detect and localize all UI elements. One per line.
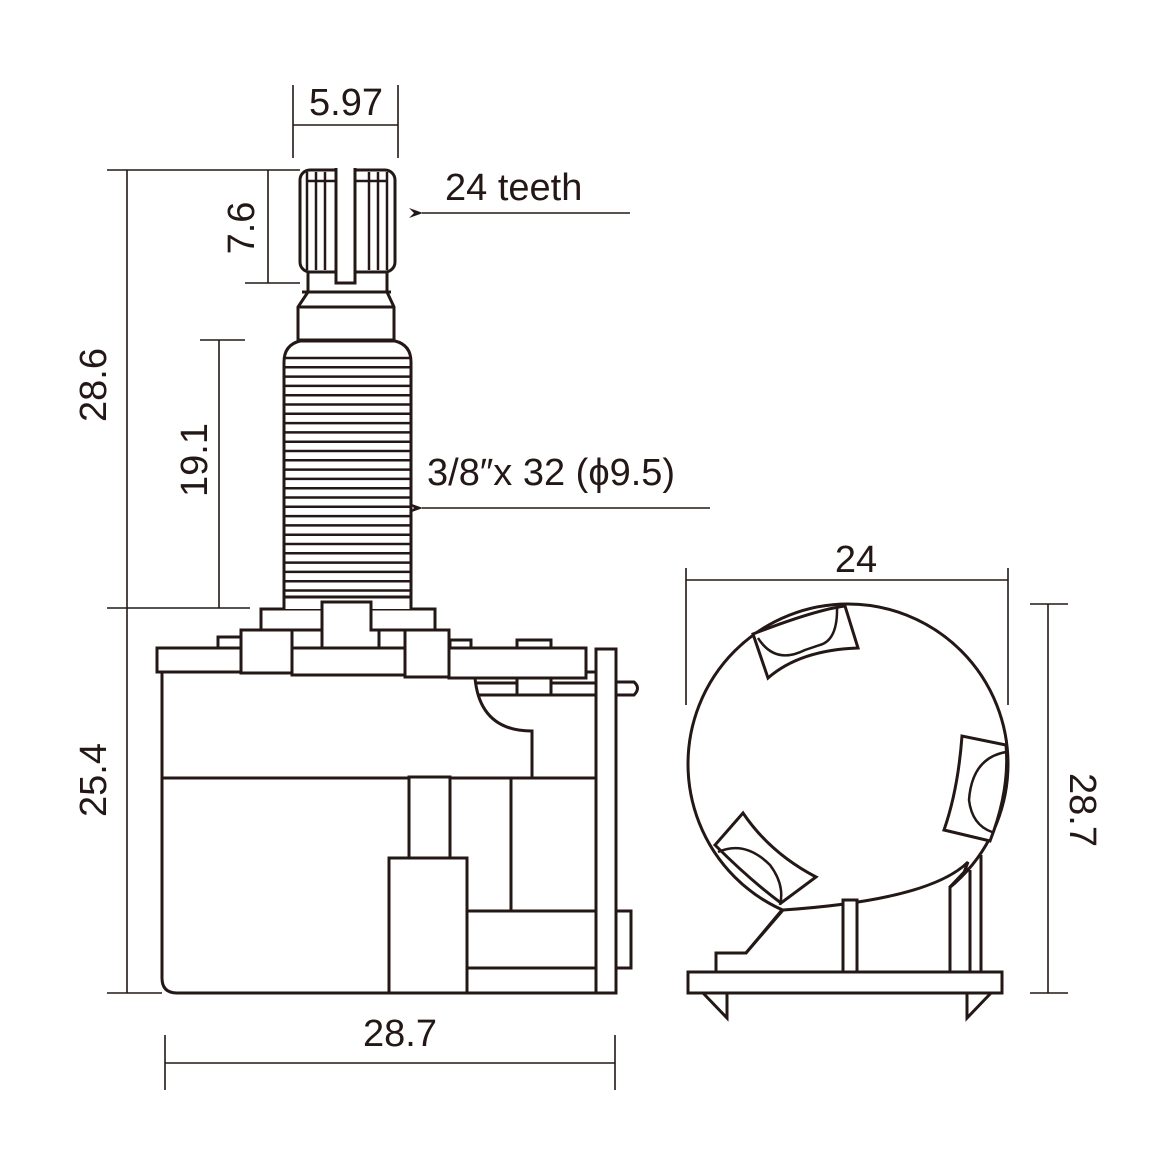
shaft xyxy=(282,168,413,612)
shaft-width-label: 5.97 xyxy=(309,82,383,124)
teeth-label: 24 teeth xyxy=(445,167,582,209)
diameter-label: 24 xyxy=(835,539,877,581)
knurl-height-label: 7.6 xyxy=(221,202,263,255)
dimension-lines xyxy=(107,85,1068,1090)
body-width-label: 28.7 xyxy=(363,1013,437,1055)
shaft-total-label: 28.6 xyxy=(73,348,115,422)
body-height-label: 25.4 xyxy=(73,743,115,817)
side-height-label: 28.7 xyxy=(1061,773,1103,847)
body-front-view xyxy=(686,602,1010,1022)
body-side-view xyxy=(155,595,639,995)
thread-label: 3/8″x 32 (ϕ9.5) xyxy=(427,452,675,494)
bushing-length-label: 19.1 xyxy=(174,423,216,497)
